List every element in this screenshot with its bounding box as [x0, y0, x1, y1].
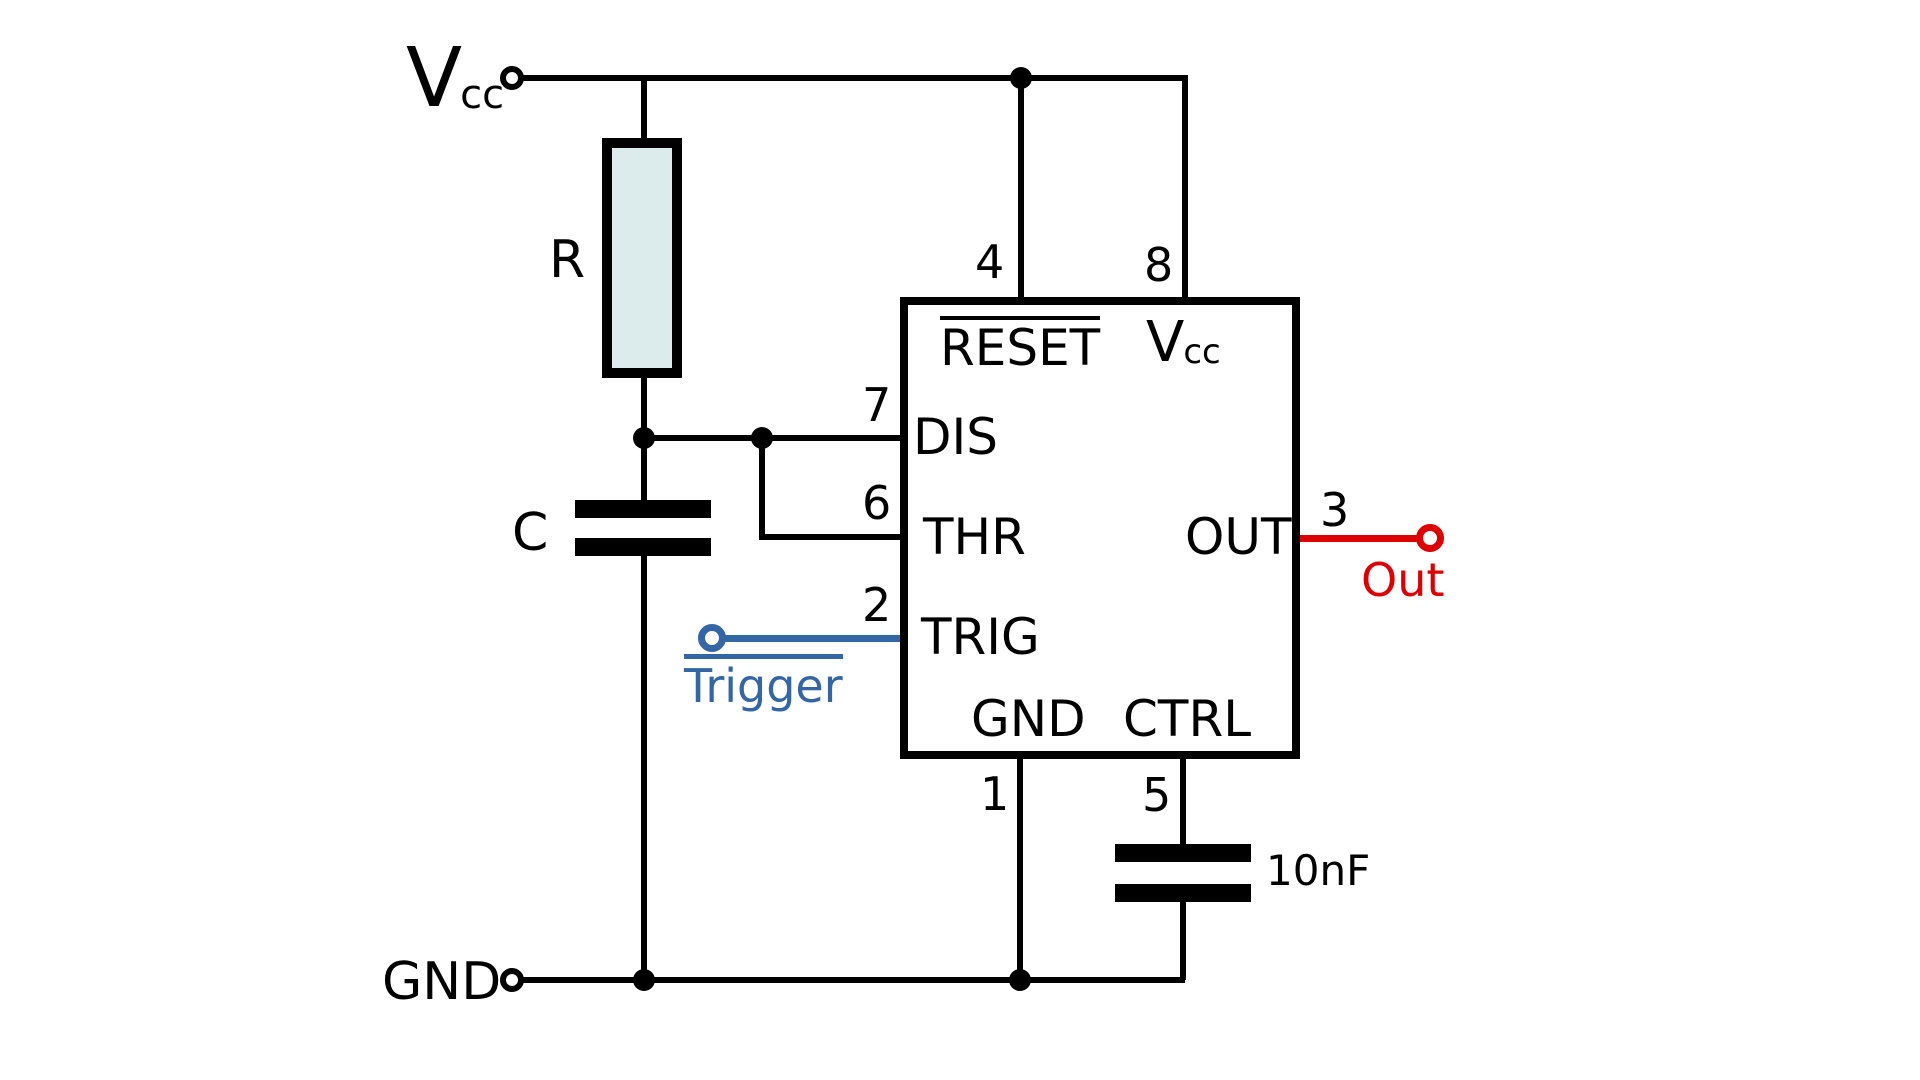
wire-dis-horizontal [644, 435, 902, 441]
wire-pin8-vcc [1182, 78, 1188, 304]
gnd-terminal-circle [500, 968, 524, 992]
resistor-label: R [549, 230, 586, 290]
wire-thr-vertical [759, 435, 765, 540]
vcc-terminal-label: Vcc [406, 38, 504, 120]
wire-pin1-gnd [1017, 757, 1023, 981]
trigger-terminal-circle [698, 624, 726, 652]
pin-number-2: 2 [862, 578, 892, 632]
pin-number-7: 7 [862, 378, 892, 432]
ic-pin-label-reset-text: RESET [940, 316, 1101, 373]
ic-pin-label-vcc: Vcc [1146, 315, 1221, 371]
junction-dot-vcc-pin4 [1010, 67, 1032, 89]
vcc-terminal-label-sub: cc [460, 72, 505, 118]
vcc-terminal-label-main: V [406, 31, 463, 126]
trigger-label-text: Trigger [684, 654, 843, 709]
wire-cap-c-top [641, 438, 647, 502]
capacitor-c-bottom-plate [575, 538, 711, 556]
ic-pin-label-trig: TRIG [921, 608, 1040, 666]
wire-resistor-bottom [641, 374, 647, 441]
trigger-label: Trigger [684, 654, 843, 709]
out-terminal-circle [1416, 524, 1444, 552]
wire-resistor-top [641, 78, 647, 142]
wire-thr-horizontal [762, 534, 902, 540]
wire-gnd-rail [518, 977, 1185, 983]
ic-pin-label-reset: RESET [940, 316, 1101, 373]
wire-pin5-ctrl [1180, 757, 1186, 846]
ic-pin-label-vcc-main: V [1146, 310, 1185, 375]
ic-555-body [900, 297, 1300, 759]
wire-trigger [724, 635, 902, 642]
junction-dot-dis-node [633, 427, 655, 449]
wire-pin4-reset [1018, 78, 1024, 304]
wire-cap-c-bottom [641, 556, 647, 982]
pin-number-8: 8 [1144, 238, 1174, 292]
pin-number-4: 4 [975, 235, 1005, 289]
ic-pin-label-dis: DIS [913, 408, 998, 466]
ic-pin-label-out: OUT [1185, 508, 1292, 566]
pin-number-6: 6 [862, 476, 892, 530]
gnd-terminal-label: GND [382, 952, 502, 1012]
pin-number-1: 1 [980, 767, 1010, 821]
wire-cap10nf-bottom [1180, 900, 1186, 980]
wire-out [1300, 535, 1418, 542]
ic-pin-label-ctrl: CTRL [1123, 690, 1252, 748]
junction-dot-gnd-cap [633, 969, 655, 991]
pin-number-5: 5 [1142, 768, 1172, 822]
capacitor-c-top-plate [575, 500, 711, 518]
out-label: Out [1361, 553, 1445, 607]
junction-dot-thr-branch [751, 427, 773, 449]
capacitor-10nf-value: 10nF [1266, 846, 1371, 895]
ic-pin-label-thr: THR [923, 508, 1026, 566]
junction-dot-gnd-pin1 [1009, 969, 1031, 991]
ic-pin-label-vcc-sub: cc [1183, 332, 1221, 372]
capacitor-10nf-top-plate [1115, 844, 1251, 862]
vcc-terminal-circle [500, 66, 524, 90]
resistor-body [602, 138, 682, 378]
ic-pin-label-gnd: GND [971, 690, 1086, 748]
capacitor-10nf-bottom-plate [1115, 884, 1251, 902]
wire-vcc-rail [516, 75, 1188, 81]
pin-number-3: 3 [1320, 483, 1350, 537]
capacitor-label: C [512, 503, 549, 563]
